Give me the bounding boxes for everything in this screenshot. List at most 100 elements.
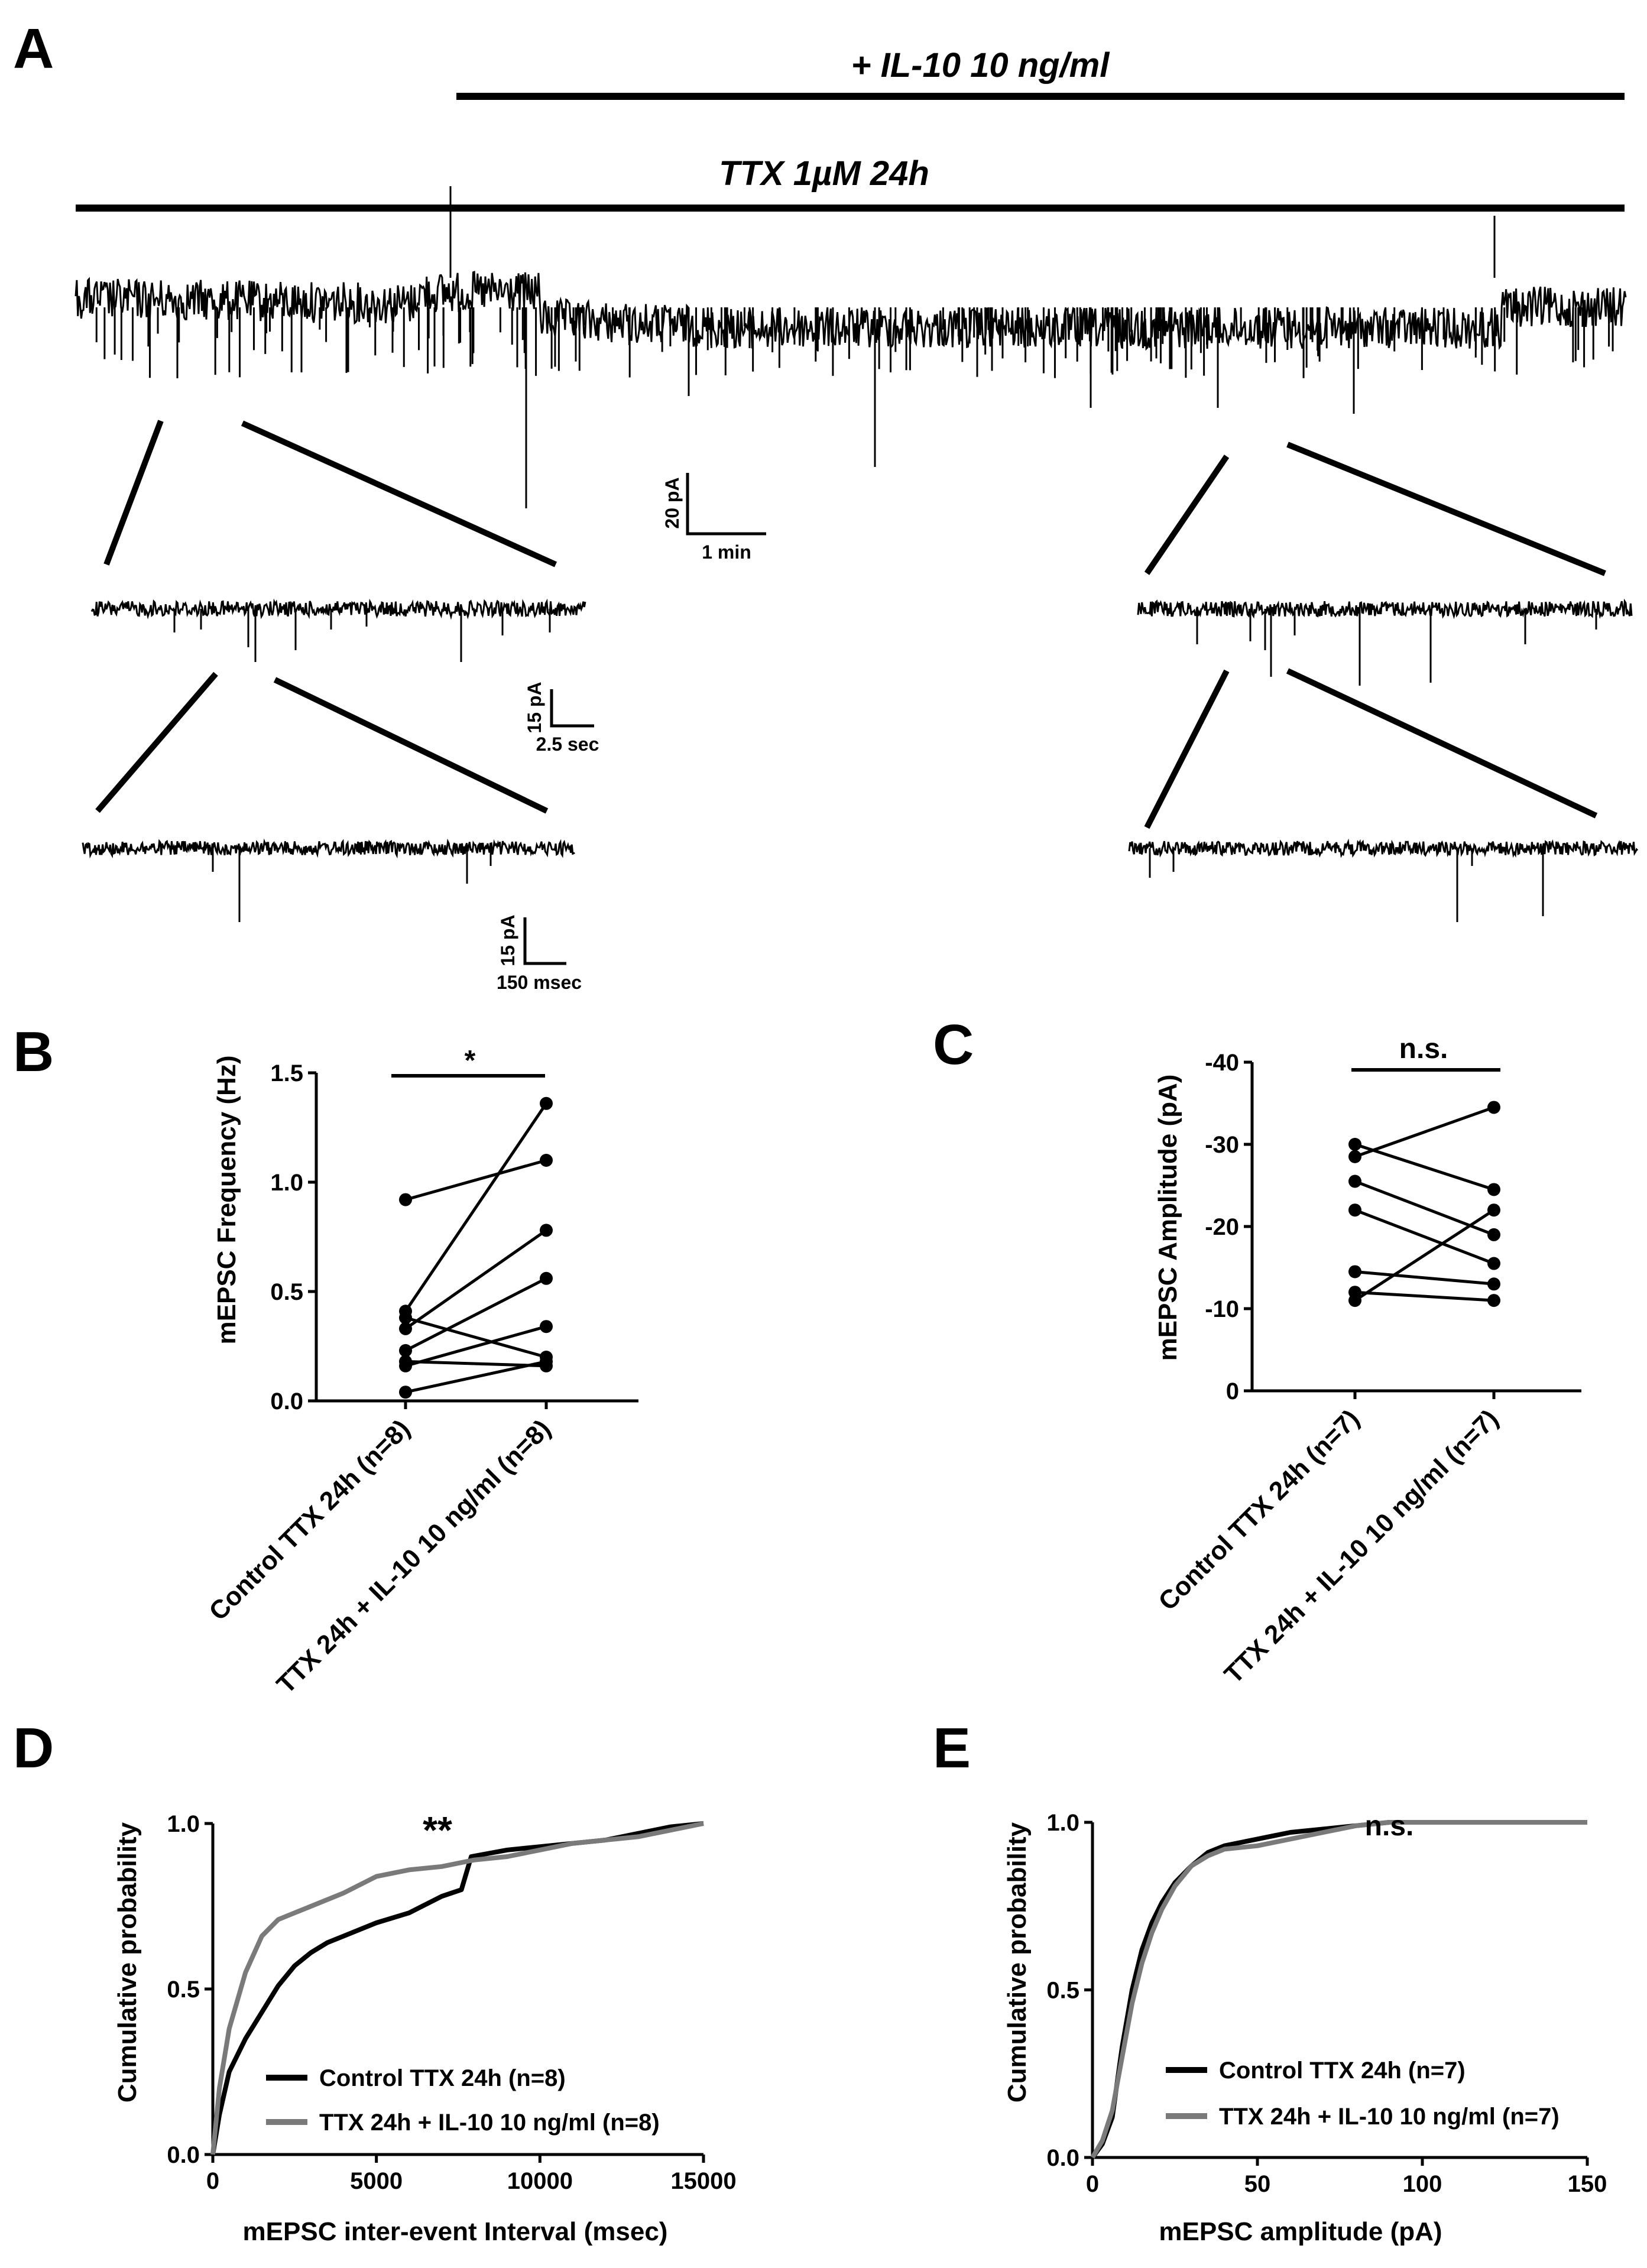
x-tick-label: 0 [1086,2171,1099,2197]
pair-line [1354,1180,1494,1237]
zoom-line [1144,455,1230,575]
data-point [540,1224,553,1237]
y-tick-label: 0.0 [1046,2145,1079,2171]
pair-line [404,1229,547,1330]
x-tick-label: 0 [206,2168,219,2194]
significance-marker: n.s. [1399,1033,1448,1065]
trace-path [1128,838,1639,858]
y-tick-label: 0.5 [1046,1978,1079,2004]
data-point [540,1320,553,1333]
significance-marker: ** [423,1809,452,1851]
il10-condition-label: + IL-10 10 ng/ml [851,46,1111,85]
panel-label-a: A [13,17,54,80]
zoom-line [273,677,549,814]
y-tick-label: 1.5 [270,1060,303,1086]
zoom-line [95,671,218,813]
panel-d: D Cumulative probability mEPSC inter-eve… [13,1717,737,2246]
scalebar-y-label: 20 pA [662,477,683,528]
data-point [1348,1265,1361,1279]
significance-marker: * [465,1045,476,1076]
y-tick-label: 1.0 [167,1811,200,1837]
pair-line [1354,1209,1495,1302]
y-tick-label: -30 [1205,1132,1239,1158]
data-point [399,1359,412,1373]
trace-path [90,598,586,620]
legend-entry: Control TTX 24h (n=7) [1219,2058,1466,2084]
pair-line [405,1159,547,1202]
zoom2-left-trace [82,838,575,922]
cdf-line [1090,1820,1587,2159]
y-tick-label: 1.0 [270,1170,303,1196]
panel-a: A + IL-10 10 ng/ml TTX 1µM 24h 20 pA 1 m… [13,17,1639,993]
ttx-condition-label: TTX 1µM 24h [719,154,929,193]
y-tick-label: 0.0 [270,1388,303,1414]
legend: Control TTX 24h (n=7) TTX 24h + IL-10 10… [1166,2058,1560,2130]
scalebar-x-label: 1 min [702,541,751,563]
legend-entry: Control TTX 24h (n=8) [319,2065,566,2091]
x-tick-label: 150 [1568,2171,1607,2197]
data-point [540,1271,553,1285]
scalebar-lines [686,473,766,536]
data-point [1487,1183,1500,1196]
pair-line [1354,1290,1494,1302]
x-tick-label: TTX 24h + IL-10 10 ng/ml (n=8) [271,1414,556,1699]
panel-label-c: C [933,1013,974,1076]
legend-entry: TTX 24h + IL-10 10 ng/ml (n=8) [319,2110,660,2136]
y-axis-label: Cumulative probability [113,1822,142,2102]
x-axis-label: mEPSC inter-event Interval (msec) [243,2217,668,2246]
y-tick-label: 1.0 [1046,1810,1079,1836]
y-axis-label: mEPSC Frequency (Hz) [212,1056,241,1345]
data-point [399,1193,412,1206]
zoom2-right-trace [1128,838,1639,922]
data-point [399,1311,412,1325]
scalebar-lines [523,917,566,965]
scalebar-x-label: 2.5 sec [536,734,599,755]
scalebar-zoom2: 15 pA 150 msec [497,914,582,993]
x-tick-label: 100 [1403,2171,1442,2197]
pair-line [1354,1106,1494,1159]
y-tick-label: 0.0 [167,2142,200,2168]
data-point [1348,1150,1361,1163]
trace-path [74,270,1627,351]
y-axis-label: mEPSC Amplitude (pA) [1153,1075,1182,1361]
zoom-lines [95,420,1606,829]
scalebar-x-label: 150 msec [497,972,582,993]
panel-e: E Cumulative probability mEPSC amplitude… [933,1717,1607,2246]
x-tick-label: 10000 [507,2168,573,2194]
trace-path [1137,598,1633,619]
trace-path [82,838,575,859]
data-point [1487,1277,1500,1291]
y-tick-label: 0.5 [167,1977,200,2003]
y-axis-label: Cumulative probability [1003,1822,1032,2102]
cdf-line [210,1821,704,2155]
scalebar-y-label: 15 pA [524,682,545,733]
pair-line [1354,1143,1494,1191]
panel-label-e: E [933,1717,971,1780]
legend: Control TTX 24h (n=8) TTX 24h + IL-10 10… [266,2065,660,2136]
significance-marker: n.s. [1365,1810,1414,1842]
zoom-line [1286,668,1598,819]
x-tick-label: TTX 24h + IL-10 10 ng/ml (n=7) [1219,1404,1504,1689]
data-point [1487,1257,1500,1270]
data-point [399,1322,412,1335]
data-point [1348,1138,1361,1151]
zoom-line [1286,442,1606,576]
data-point [1348,1203,1361,1217]
pair-line [405,1325,547,1368]
panel-b: B mEPSC Frequency (Hz) 0.00.51.01.5Contr… [13,1020,638,1699]
data-point [1487,1203,1500,1217]
scalebar-y-label: 15 pA [497,914,518,966]
legend-entry: TTX 24h + IL-10 10 ng/ml (n=7) [1219,2104,1560,2130]
pair-line [1354,1208,1494,1265]
zoom1-right-trace [1137,598,1633,686]
scalebar-zoom1: 15 pA 2.5 sec [524,682,599,755]
data-point [1348,1174,1361,1188]
data-point [399,1344,412,1357]
y-tick-label: -20 [1205,1214,1239,1240]
zoom-line [1144,669,1230,829]
y-tick-label: -40 [1205,1050,1239,1076]
